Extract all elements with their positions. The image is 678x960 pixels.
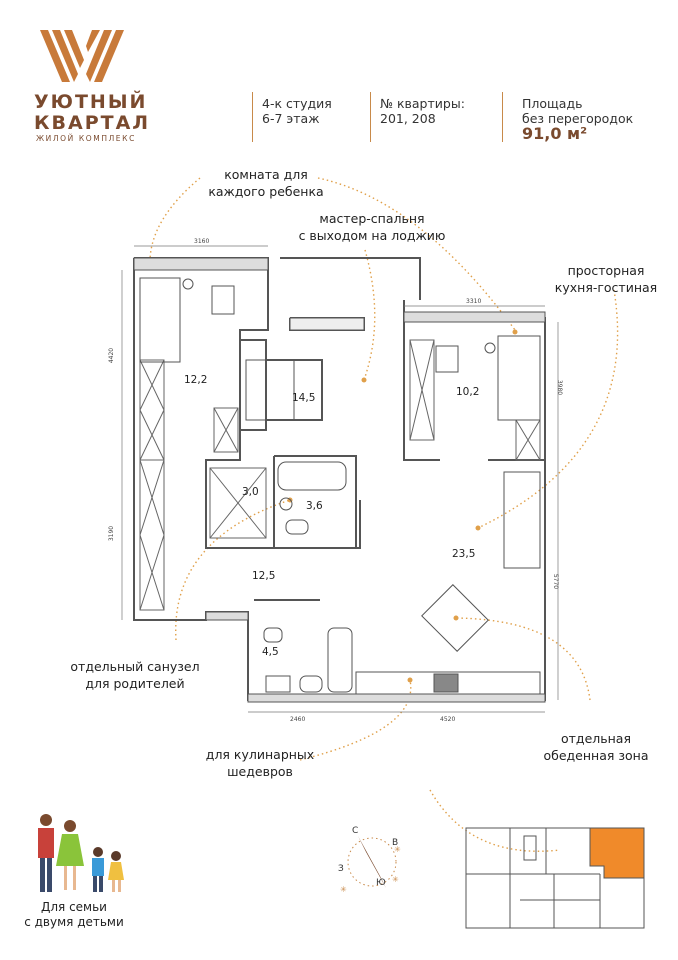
curve-master bbox=[363, 249, 376, 381]
sink-3 bbox=[299, 675, 323, 693]
kitchen-counter bbox=[355, 671, 541, 695]
dim-bottom-left: 2460 bbox=[290, 716, 306, 723]
sink-1 bbox=[279, 497, 293, 511]
callout-parents-bathroom: отдельный санузел для родителей bbox=[60, 658, 210, 692]
curve-children-2 bbox=[317, 177, 516, 331]
lamp-2 bbox=[484, 342, 496, 354]
dim-top-right: 3310 bbox=[466, 298, 482, 305]
callout-dining-line2: обеденная зона bbox=[543, 748, 649, 763]
compass-west: З bbox=[338, 864, 344, 874]
family-caption-line2: с двумя детьми bbox=[24, 915, 124, 929]
room-area-5: 3,6 bbox=[306, 500, 323, 512]
room-area-8: 4,5 bbox=[262, 646, 279, 658]
callout-dining-line1: отдельная bbox=[561, 731, 631, 746]
room-area-2: 14,5 bbox=[292, 392, 316, 404]
apartment-numbers-value: 201, 208 bbox=[380, 111, 436, 126]
apartment-numbers-label: № квартиры: bbox=[380, 96, 465, 111]
callout-master-bedroom-line1: мастер-спальня bbox=[319, 211, 425, 226]
desk-chair-2 bbox=[435, 345, 459, 373]
brand-name-line1: УЮТНЫЙ bbox=[34, 91, 148, 113]
family-caption: Для семьи с двумя детьми bbox=[14, 900, 134, 930]
apartment-type-line1: 4-к студия bbox=[262, 96, 332, 111]
callout-parents-bathroom-line1: отдельный санузел bbox=[70, 659, 200, 674]
apartment-type-line2: 6-7 этаж bbox=[262, 111, 320, 126]
callout-culinary: для кулинарных шедевров bbox=[190, 746, 330, 780]
room-area-7: 12,5 bbox=[252, 570, 276, 582]
curve-kitchen bbox=[477, 289, 619, 529]
curve-parents bbox=[175, 499, 291, 641]
callout-culinary-line1: для кулинарных bbox=[205, 747, 315, 762]
callout-master-bedroom-line2: с выходом на лоджию bbox=[298, 228, 446, 243]
sink-2 bbox=[265, 675, 291, 693]
toilet-2 bbox=[263, 627, 283, 643]
curve-dining bbox=[455, 617, 591, 701]
header-divider-1 bbox=[252, 92, 253, 142]
family-caption-line1: Для семьи bbox=[41, 900, 107, 914]
desk-chair-1 bbox=[211, 285, 235, 315]
curve-children bbox=[149, 177, 201, 263]
bathtub-1 bbox=[277, 461, 347, 491]
compass-east: В bbox=[392, 838, 399, 848]
apartment-type: 4-к студия 6-7 этаж bbox=[262, 96, 332, 126]
stove bbox=[433, 673, 459, 693]
dim-left-upper: 4420 bbox=[108, 347, 116, 364]
callout-kitchen-living-line1: просторная bbox=[567, 263, 645, 278]
area-label-line1: Площадь bbox=[522, 96, 583, 111]
room-area-3: 10,2 bbox=[456, 386, 480, 398]
bed-1 bbox=[139, 277, 181, 363]
callout-curves bbox=[149, 177, 619, 852]
dimension-lines bbox=[121, 245, 559, 713]
callout-dining: отдельная обеденная зона bbox=[530, 730, 662, 764]
callout-kitchen-living: просторная кухня-гостиная bbox=[548, 262, 664, 296]
callout-children-room-line2: каждого ребенка bbox=[208, 184, 324, 199]
callout-culinary-line2: шедевров bbox=[227, 764, 293, 779]
brand-name: УЮТНЫЙ КВАРТАЛ bbox=[34, 92, 150, 134]
bathtub-2 bbox=[327, 627, 353, 693]
dim-left-lower: 3190 bbox=[108, 525, 116, 542]
area-label-line2: без перегородок bbox=[522, 111, 634, 126]
room-area-6: 23,5 bbox=[452, 548, 476, 560]
sofa bbox=[503, 471, 541, 569]
furniture bbox=[139, 277, 541, 695]
dim-top-left: 3160 bbox=[194, 238, 210, 245]
room-area-1: 12,2 bbox=[184, 374, 208, 386]
curve-bottom bbox=[429, 789, 561, 852]
callout-children-room: комната для каждого ребенка bbox=[196, 166, 336, 200]
dim-right-upper: 3980 bbox=[556, 379, 564, 396]
header-divider-2 bbox=[370, 92, 371, 142]
lamp-1 bbox=[182, 278, 194, 290]
room-area-4: 3,0 bbox=[242, 486, 259, 498]
wall-hatch bbox=[133, 257, 546, 703]
area-value: 91,0 м² bbox=[522, 124, 588, 143]
callout-master-bedroom: мастер-спальня с выходом на лоджию bbox=[292, 210, 452, 244]
header-divider-3 bbox=[502, 92, 503, 142]
toilet-1 bbox=[285, 519, 309, 535]
dining-table bbox=[421, 584, 489, 652]
logo-emblem-icon bbox=[40, 30, 124, 82]
dim-right-lower: 5770 bbox=[552, 573, 560, 590]
bed-3 bbox=[497, 335, 541, 421]
brand-logo bbox=[38, 28, 126, 84]
curve-culinary bbox=[299, 679, 412, 761]
wardrobes bbox=[139, 339, 541, 611]
compass-north: С bbox=[352, 826, 359, 836]
apartment-area: Площадь без перегородок 91,0 м² bbox=[522, 96, 634, 143]
bed-2 bbox=[245, 359, 295, 421]
apartment-numbers: № квартиры: 201, 208 bbox=[380, 96, 465, 126]
callout-kitchen-living-line2: кухня-гостиная bbox=[554, 280, 658, 295]
callout-parents-bathroom-line2: для родителей bbox=[85, 676, 185, 691]
compass-south: Ю bbox=[376, 878, 386, 888]
brand-name-line2: КВАРТАЛ bbox=[34, 112, 151, 134]
callout-children-room-line1: комната для bbox=[224, 167, 308, 182]
brand-subtitle: ЖИЛОЙ КОМПЛЕКС bbox=[36, 134, 136, 143]
dim-bottom-right: 4520 bbox=[440, 716, 456, 723]
